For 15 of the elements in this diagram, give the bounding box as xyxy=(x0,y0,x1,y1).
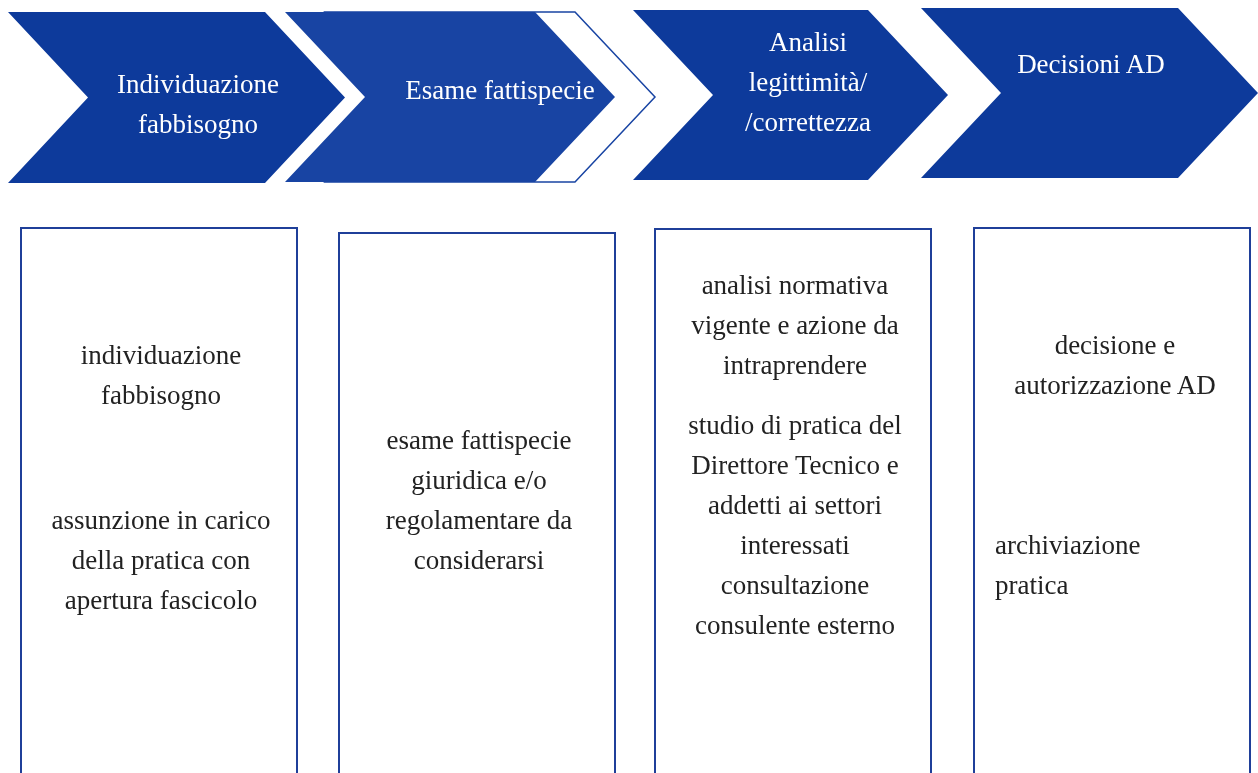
activity-text: studio di pratica del Direttore Tecnico e addetti ai settori interessati consultazione consulente esterno xyxy=(687,409,903,642)
activity-text: decisione e autorizzazione AD xyxy=(1013,329,1217,402)
description-box xyxy=(20,227,298,773)
step-title: Decisioni AD xyxy=(1016,48,1166,81)
activity-text: individuazione fabbisogno xyxy=(79,339,243,412)
description-box xyxy=(654,228,932,773)
description-box xyxy=(338,232,616,773)
step-title: Individuazione fabbisogno xyxy=(116,68,280,141)
activity-text: archiviazione pratica xyxy=(995,529,1142,602)
activity-text: analisi normativa vigente e azione da intraprendere xyxy=(690,269,900,382)
step-title: Analisi legittimità/ /correttezza xyxy=(744,26,872,139)
activity-text: assunzione in carico della pratica con apertura fascicolo xyxy=(50,504,272,617)
step-title: Esame fattispecie xyxy=(405,74,595,107)
activity-text: esame fattispecie giuridica e/o regolamentare da considerarsi xyxy=(384,424,574,577)
description-box xyxy=(973,227,1251,773)
